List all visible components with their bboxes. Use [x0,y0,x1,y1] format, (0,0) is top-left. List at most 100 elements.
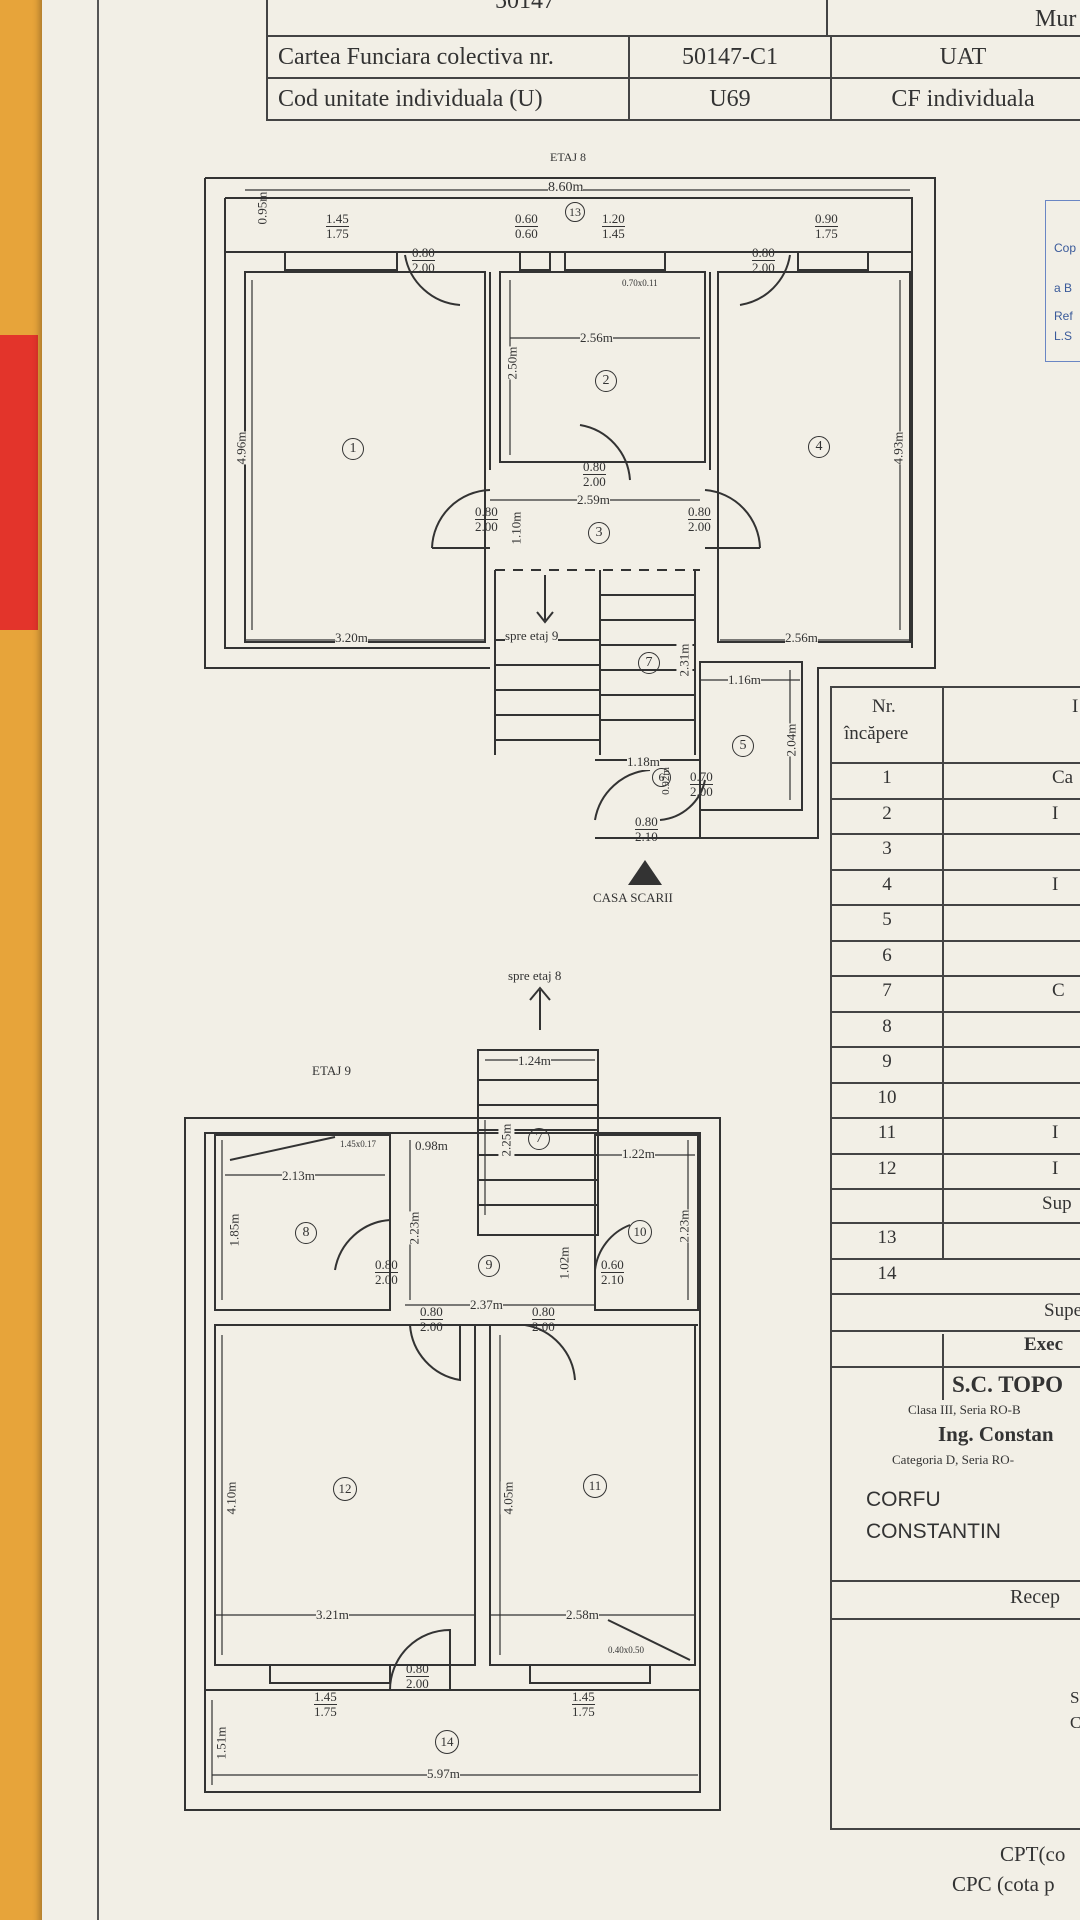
entrance-arrow-icon [628,860,662,885]
dim-r12-width: 3.21m [316,1607,349,1623]
table-row-number: 8 [882,1015,892,1037]
table-row-number: 4 [882,873,892,895]
footer-cpc: CPC (cota p [952,1872,1055,1896]
dim-r2-width: 2.56m [580,330,613,346]
row1-label: Cartea Funciara colectiva nr. [266,35,630,79]
dim-left-wall: 0.95m [254,191,270,225]
dim-r9-height: 2.23m [406,1211,423,1245]
table-row-number: 9 [882,1051,892,1072]
room-6-badge: 6 [652,768,671,787]
table-row-number: 13 [877,1227,897,1248]
table-row-number: 12 [877,1157,897,1179]
table-row-fragment: I [1052,1122,1059,1143]
stamp-line-2: a B [1054,281,1073,295]
dim-r8-width: 2.13m [282,1168,315,1184]
dim-r11-height: 4.05m [500,1481,517,1515]
r11-vent: 0.40x0.50 [608,1645,644,1655]
dim-r11-width: 2.58m [566,1607,599,1623]
entrance-label: CASA SCARII [593,890,673,905]
dim-r10-width: 1.22m [622,1146,655,1162]
table-header-right: I [1072,696,1079,717]
table-sup1: Sup [1042,1193,1072,1214]
table-row: 10 [832,1081,1080,1118]
table-row: 5 [832,904,1080,940]
table-row: 14 [832,1257,1080,1294]
dim-r3-height: 1.10m [508,511,525,545]
dim-r3-width: 2.59m [577,492,610,508]
table-row-number: 3 [882,838,892,859]
room-5-badge: 5 [732,735,754,757]
room-1-badge: 1 [342,438,364,460]
floor8-title: ETAJ 8 [550,150,587,164]
engineer-sub: Categoria D, Seria RO- [892,1452,1015,1467]
header-top-value: 50147 [495,0,555,14]
company-sub: Clasa III, Seria RO-B [908,1402,1021,1417]
dim-r10-height: 2.23m [676,1209,693,1243]
table-row-fragment: I [1052,873,1059,895]
room-9-badge: 9 [478,1255,500,1277]
stairs-label: spre etaj 9 [505,628,559,644]
dim-r4-width: 2.56m [785,630,818,646]
table-row-number: 2 [882,802,892,824]
dim-r9-small: 1.02m [556,1246,572,1280]
table-row-number: 14 [877,1262,897,1284]
table-header-nr: Nr. [872,696,896,717]
table-row-fragment: Ca [1052,767,1074,788]
person-line-1: CORFU [866,1488,941,1511]
dim-r7-height: 2.31m [676,643,693,677]
table-row-fragment: I [1052,802,1059,824]
room-2-badge: 2 [595,370,617,392]
table-row: 9 [832,1046,1080,1082]
dim-r9-width: 0.98m [415,1138,448,1153]
background-red-strip [0,335,38,630]
dim-r1-height: 4.96m [233,431,250,465]
dim-r6-width: 1.18m [627,754,660,770]
table-header-room: încăpere [844,723,909,744]
table-recep: Recep [1010,1586,1060,1608]
stamp-line-3: Ref [1054,309,1073,323]
table-row: 6 [832,939,1080,976]
dim-r12-height: 4.10m [223,1481,240,1515]
dim-r5-height: 2.04m [783,723,800,757]
table-row: 13 [832,1222,1080,1258]
dim-r8-height: 1.85m [226,1213,243,1247]
table-row: 11 I [832,1117,1080,1153]
table-row-number: 10 [877,1086,897,1108]
footer-cpt: CPT(co [1000,1842,1066,1866]
dim-r2-height: 2.50m [504,346,521,380]
floor9-title: ETAJ 9 [312,1063,352,1078]
room-13-badge: 13 [565,202,585,222]
engineer-name: Ing. Constan [938,1422,1054,1446]
room-11-badge: 11 [583,1474,607,1498]
person-line-2: CONSTANTIN [866,1520,1001,1543]
dim-r4-height: 4.93m [890,431,907,465]
dim-r14-width: 5.97m [427,1766,460,1782]
stamp-line-1: Cop [1054,241,1077,255]
table-row-number: 11 [877,1122,897,1143]
table-row: 8 [832,1010,1080,1047]
stamp-line-4: L.S [1054,329,1073,343]
table-row-number: 6 [882,944,892,966]
room-12-badge: 12 [333,1477,357,1501]
table-row: 3 [832,833,1080,869]
dim-stair-height: 2.25m [498,1123,515,1157]
